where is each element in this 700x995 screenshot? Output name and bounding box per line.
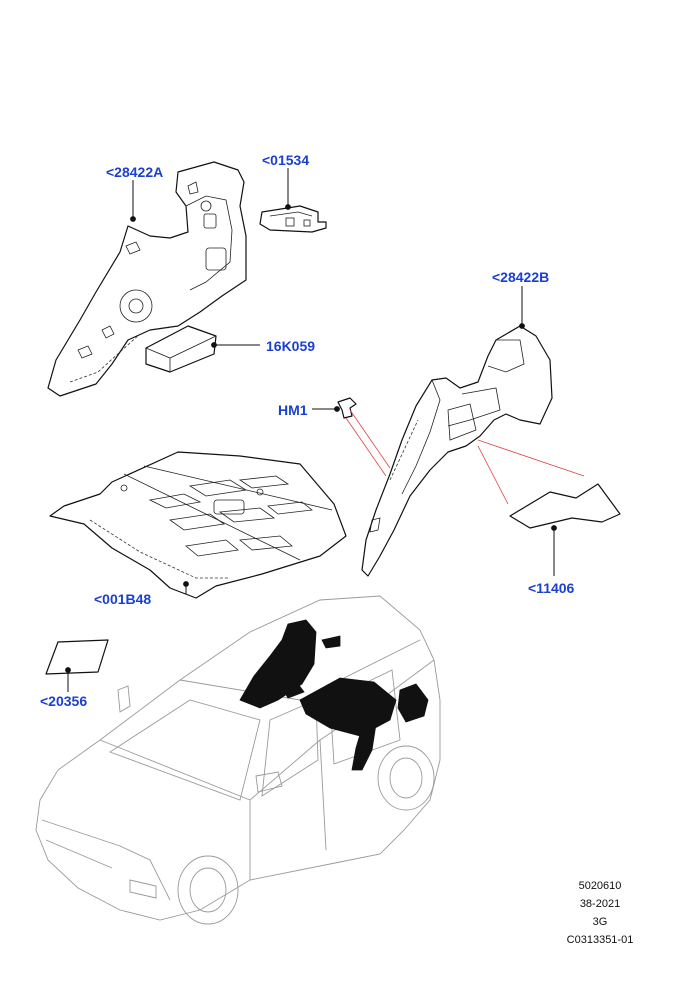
part-28422a-insulation[interactable] xyxy=(47,161,247,397)
part-16k059-block[interactable] xyxy=(145,325,217,373)
callout-01534[interactable]: <01534 xyxy=(262,152,310,168)
callout-hm1[interactable]: HM1 xyxy=(278,402,308,418)
leader-lines xyxy=(65,168,557,692)
part-20356-sheet[interactable] xyxy=(45,639,109,675)
part-28422b-insulation[interactable] xyxy=(361,325,553,577)
drawing-number: 5020610 xyxy=(578,880,622,892)
callout-001b48[interactable]: <001B48 xyxy=(94,591,152,607)
callout-28422a[interactable]: <28422A xyxy=(106,164,164,180)
callout-28422b[interactable]: <28422B xyxy=(492,269,550,285)
callout-11406[interactable]: <11406 xyxy=(528,580,575,596)
callout-16k059[interactable]: 16K059 xyxy=(266,338,316,354)
drawing-group: 3G xyxy=(592,916,608,928)
part-11406-pad[interactable] xyxy=(509,483,621,529)
vehicle-highlighted-parts xyxy=(239,619,429,771)
drawing-reference: C0313351-01 xyxy=(566,934,634,946)
drawing-date: 38-2021 xyxy=(579,898,621,910)
part-01534-bracket[interactable] xyxy=(259,205,327,233)
part-001b48-floor-mat[interactable] xyxy=(49,451,347,599)
callout-20356[interactable]: <20356 xyxy=(40,693,88,709)
reference-lines xyxy=(345,409,585,505)
